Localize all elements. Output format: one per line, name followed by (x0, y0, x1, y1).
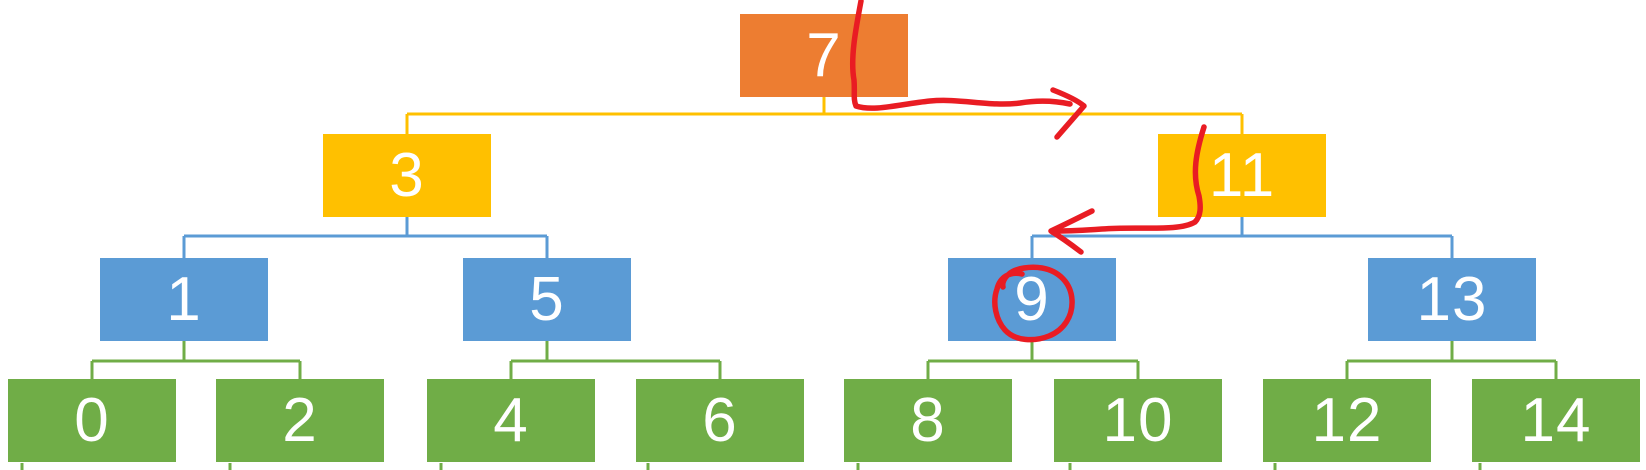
elbow-connector (1030, 217, 1454, 258)
elbow-connector (926, 341, 1140, 379)
tree-node-8: 8 (844, 379, 1012, 462)
elbow-connector (1345, 341, 1558, 379)
elbow-connector (90, 341, 302, 379)
tree-node-10: 10 (1054, 379, 1222, 462)
tree-node-13: 13 (1368, 258, 1536, 341)
tree-node-6: 6 (636, 379, 804, 462)
elbow-connector (182, 217, 549, 258)
tree-node-3: 3 (323, 134, 491, 217)
tree-node-7: 7 (740, 14, 908, 97)
tree-node-12: 12 (1263, 379, 1431, 462)
tree-node-1: 1 (100, 258, 268, 341)
pen-right-arrowhead (1050, 87, 1087, 140)
pen-left-arrowhead (1048, 208, 1095, 255)
tree-node-9: 9 (948, 258, 1116, 341)
tree-node-0: 0 (8, 379, 176, 462)
tree-node-14: 14 (1472, 379, 1640, 462)
tree-node-11: 11 (1158, 134, 1326, 217)
elbow-connector (405, 97, 1244, 134)
tree-node-4: 4 (427, 379, 595, 462)
tree-node-2: 2 (216, 379, 384, 462)
tree-node-5: 5 (463, 258, 631, 341)
elbow-connector (509, 341, 722, 379)
